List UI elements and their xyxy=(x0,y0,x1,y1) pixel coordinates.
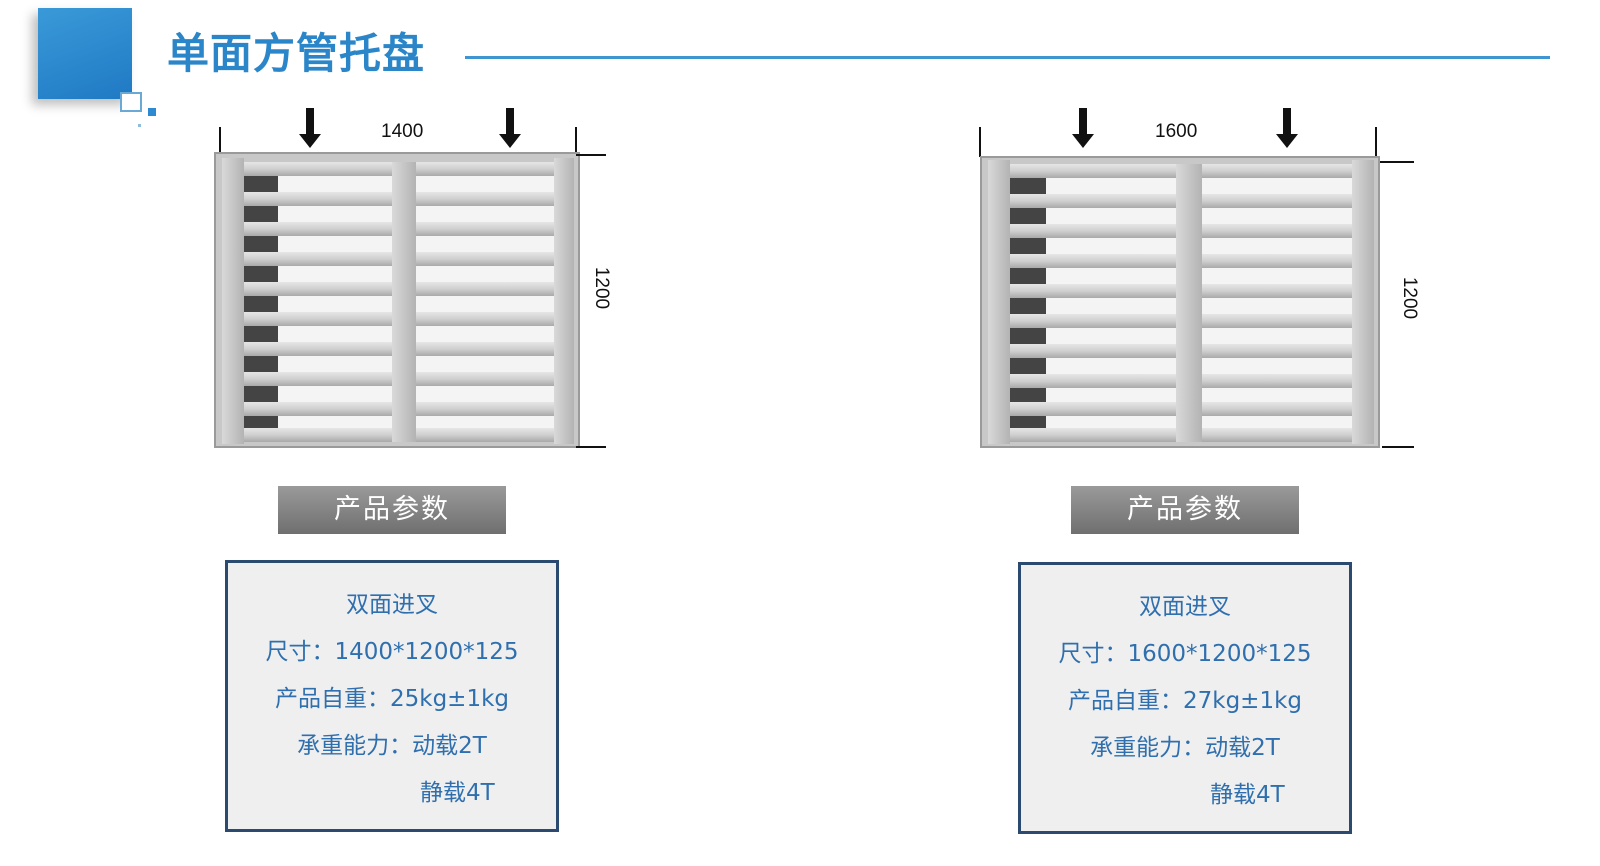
dimension-tick xyxy=(576,154,606,156)
spec-size: 尺寸：1400*1200*125 xyxy=(265,639,519,665)
params-header: 产品参数 xyxy=(1071,486,1299,534)
logo-square xyxy=(38,8,132,99)
arrow-down-icon xyxy=(299,108,321,152)
dimension-tick xyxy=(1382,446,1414,448)
spec-load: 承重能力：动载2T xyxy=(1090,735,1280,761)
dimension-tick xyxy=(219,127,221,157)
width-dimension-label: 1400 xyxy=(381,121,424,142)
depth-dimension-label: 1200 xyxy=(1399,276,1421,320)
spec-box: 双面进叉 尺寸：1400*1200*125 产品自重：25kg±1kg 承重能力… xyxy=(225,560,559,832)
arrow-down-icon xyxy=(499,108,521,152)
spec-entry: 双面进叉 xyxy=(1139,594,1231,620)
dimension-tick xyxy=(1380,161,1414,163)
logo-dot xyxy=(148,108,156,116)
spec-static-load: 静载4T xyxy=(1210,782,1285,808)
params-header: 产品参数 xyxy=(278,486,506,534)
page-title: 单面方管托盘 xyxy=(167,29,426,78)
depth-dimension-label: 1200 xyxy=(591,266,613,310)
pallet-image xyxy=(980,156,1380,448)
dimension-tick xyxy=(576,446,606,448)
title-rule xyxy=(465,56,1550,59)
dimension-tick xyxy=(575,127,577,157)
arrow-down-icon xyxy=(1276,108,1298,152)
width-dimension-label: 1600 xyxy=(1155,121,1198,142)
spec-box: 双面进叉 尺寸：1600*1200*125 产品自重：27kg±1kg 承重能力… xyxy=(1018,562,1352,834)
spec-entry: 双面进叉 xyxy=(346,592,438,618)
arrow-down-icon xyxy=(1072,108,1094,152)
pallet-image xyxy=(214,152,580,448)
spec-weight: 产品自重：25kg±1kg xyxy=(274,686,509,712)
logo-small-square xyxy=(120,92,142,112)
dimension-tick xyxy=(1375,127,1377,157)
dimension-tick xyxy=(979,127,981,157)
logo-dot xyxy=(138,124,141,127)
spec-size: 尺寸：1600*1200*125 xyxy=(1058,641,1312,667)
spec-weight: 产品自重：27kg±1kg xyxy=(1067,688,1302,714)
spec-static-load: 静载4T xyxy=(420,780,495,806)
spec-load: 承重能力：动载2T xyxy=(297,733,487,759)
